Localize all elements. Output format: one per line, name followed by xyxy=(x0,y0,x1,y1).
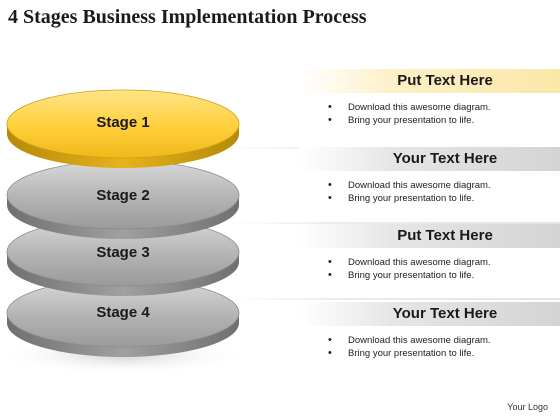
stage-stack-graphic xyxy=(0,89,248,375)
bullet-list: Download this awesome diagram. Bring you… xyxy=(300,179,560,205)
bullet-item: Download this awesome diagram. xyxy=(320,179,560,192)
panel-heading: Put Text Here xyxy=(300,69,560,93)
stage-label-2: Stage 2 xyxy=(96,187,150,204)
text-panel-4: Your Text Here Download this awesome dia… xyxy=(300,302,560,360)
disc-stage-4 xyxy=(6,278,240,357)
text-panel-2: Your Text Here Download this awesome dia… xyxy=(300,147,560,205)
disc-stage-1 xyxy=(6,89,240,168)
bullet-item: Bring your presentation to life. xyxy=(320,114,560,127)
bullet-item: Download this awesome diagram. xyxy=(320,256,560,269)
bullet-list: Download this awesome diagram. Bring you… xyxy=(300,101,560,127)
logo-text: Your Logo xyxy=(507,402,548,412)
disc-stage-2 xyxy=(6,160,240,239)
panel-heading: Your Text Here xyxy=(300,147,560,171)
bullet-item: Bring your presentation to life. xyxy=(320,269,560,282)
text-panel-3: Put Text Here Download this awesome diag… xyxy=(300,224,560,282)
stage-label-4: Stage 4 xyxy=(96,304,150,321)
panel-heading: Your Text Here xyxy=(300,302,560,326)
divider-band xyxy=(230,298,560,300)
divider-band xyxy=(230,222,560,224)
bullet-item: Download this awesome diagram. xyxy=(320,334,560,347)
disc-stage-3 xyxy=(6,217,240,296)
stage-stack: Stage 1 Stage 2 Stage 3 Stage 4 xyxy=(0,0,260,420)
stage-label-1: Stage 1 xyxy=(96,114,150,131)
bullet-item: Download this awesome diagram. xyxy=(320,101,560,114)
page-title: 4 Stages Business Implementation Process xyxy=(8,6,367,28)
bullet-item: Bring your presentation to life. xyxy=(320,347,560,360)
panel-heading: Put Text Here xyxy=(300,224,560,248)
text-panel-1: Put Text Here Download this awesome diag… xyxy=(300,69,560,127)
bullet-list: Download this awesome diagram. Bring you… xyxy=(300,334,560,360)
bullet-item: Bring your presentation to life. xyxy=(320,192,560,205)
stage-label-3: Stage 3 xyxy=(96,244,150,261)
bullet-list: Download this awesome diagram. Bring you… xyxy=(300,256,560,282)
